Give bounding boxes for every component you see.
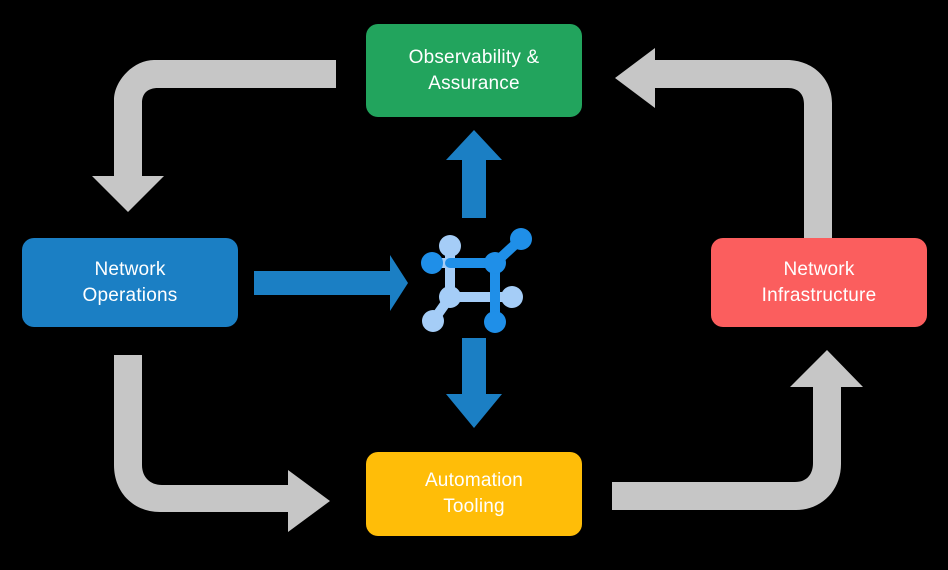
node-network-operations[interactable]: Network Operations: [22, 238, 238, 327]
node-observability-label: Observability & Assurance: [408, 46, 540, 94]
arrow-operations-to-automation: [114, 355, 330, 532]
arrow-observability-to-operations: [92, 60, 336, 212]
arrow-infrastructure-to-observability: [615, 48, 832, 240]
node-observability-assurance[interactable]: Observability & Assurance: [366, 24, 582, 117]
node-automation-tooling[interactable]: Automation Tooling: [366, 452, 582, 536]
arrow-center-to-automation: [446, 338, 502, 428]
node-automation-label: Automation Tooling: [424, 470, 524, 517]
arrow-automation-to-infrastructure: [612, 350, 863, 510]
node-infrastructure-label: Network Infrastructure: [761, 258, 877, 306]
node-network-infrastructure[interactable]: Network Infrastructure: [711, 238, 927, 327]
arrow-operations-to-center: [254, 255, 408, 311]
arrow-center-to-observability: [446, 130, 502, 218]
node-operations-label: Network Operations: [82, 258, 178, 306]
network-icon-nodes: [421, 228, 532, 333]
